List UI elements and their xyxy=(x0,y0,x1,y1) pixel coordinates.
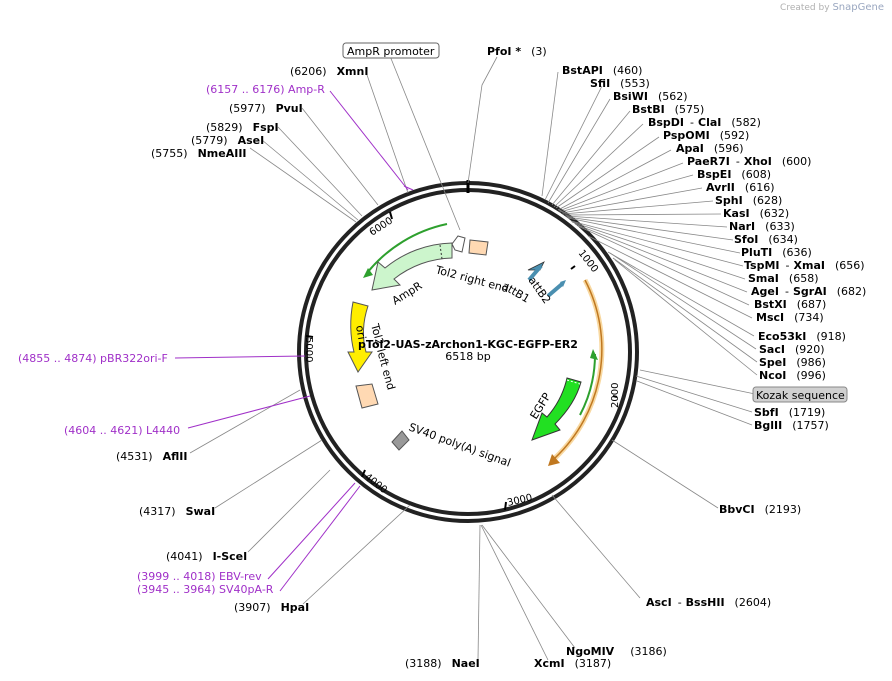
tol2-left-feature xyxy=(355,383,379,409)
site-bsiwi: BsiWI(562) xyxy=(613,90,688,103)
ampr-promoter-box: AmpR promoter xyxy=(342,42,440,59)
site-fspi: (5829)FspI xyxy=(206,121,279,134)
site-naei: (3188)NaeI xyxy=(405,657,480,670)
primer-leaders xyxy=(174,90,414,592)
attb2-label: attB2 xyxy=(526,274,554,306)
credit-prefix: Created by xyxy=(780,3,830,13)
tol2-right-feature xyxy=(468,239,489,256)
site-spei: SpeI(986) xyxy=(759,356,826,369)
site-hpai: (3907)HpaI xyxy=(234,601,309,614)
kozak-label: Kozak sequence xyxy=(756,389,845,402)
snapgene-credit: Created by SnapGene xyxy=(780,2,884,13)
sv40-feature xyxy=(391,430,410,451)
ampr-promoter-label: AmpR promoter xyxy=(347,45,435,58)
tol2-right-arrow xyxy=(451,235,466,253)
site-tspmi: TspMI-XmaI(656) xyxy=(744,259,865,272)
tick-2000: 2000 xyxy=(610,383,621,408)
egfp-feature xyxy=(531,377,582,441)
primer-pbr322ori-f: (4855 .. 4874) pBR322ori-F xyxy=(18,352,168,365)
orf-outer-arrowhead xyxy=(548,454,560,466)
site-asei: (5779)AseI xyxy=(191,134,264,147)
site-sfoi: SfoI(634) xyxy=(734,233,798,246)
site-ncoi: NcoI(996) xyxy=(759,369,826,382)
site-saci: SacI(920) xyxy=(759,343,825,356)
snapgene-brand: SnapGene xyxy=(832,2,884,13)
site-eco53ki: Eco53kI(918) xyxy=(758,330,846,343)
primer-ebv-rev: (3999 .. 4018) EBV-rev xyxy=(137,570,262,583)
site-smai: SmaI(658) xyxy=(748,272,819,285)
site-swai: (4317)SwaI xyxy=(139,505,215,518)
plasmid-size: 6518 bp xyxy=(445,350,490,363)
primer-sv40pa-r: (3945 .. 3964) SV40pA-R xyxy=(137,583,274,596)
tick-label-6000: 6000 xyxy=(368,215,395,238)
kozak-box: Kozak sequence xyxy=(752,386,848,403)
site-xcmi: XcmI(3187) xyxy=(534,657,611,670)
site-bstbi: BstBI(575) xyxy=(632,103,704,116)
site-bspei: BspEI(608) xyxy=(697,168,771,181)
site-agei: AgeI-SgrAI(682) xyxy=(751,285,866,298)
tol2-left-label-a: Tol2 xyxy=(368,321,386,346)
site-asci: AscI-BssHII(2604) xyxy=(646,596,771,609)
site-bstxi: BstXI(687) xyxy=(754,298,826,311)
tol2-right-label: Tol2 right end xyxy=(433,263,510,295)
site-sbfi: SbfI(1719) xyxy=(754,406,825,419)
site-xmni: (6206)XmnI xyxy=(290,65,368,78)
site-aflii: (4531)AflII xyxy=(116,450,187,463)
site-avrii: AvrII(616) xyxy=(706,181,775,194)
primer-amp-r: (6157 .. 6176) Amp-R xyxy=(206,83,325,96)
leader-lines xyxy=(189,55,758,661)
site-pluti: PluTI(636) xyxy=(741,246,812,259)
site-pfoi: PfoI *(3) xyxy=(487,45,547,58)
site-apai: ApaI(596) xyxy=(676,142,744,155)
site-nmeaiii: (5755)NmeAIII xyxy=(151,147,247,160)
site-sphi: SphI(628) xyxy=(715,194,782,207)
site-nari: NarI(633) xyxy=(729,220,795,233)
tick-label-2000: 2000 xyxy=(610,383,621,408)
attb2-feature xyxy=(560,280,566,287)
site-pspomi: PspOMI(592) xyxy=(663,129,749,142)
site-scei: (4041)I-SceI xyxy=(166,550,247,563)
site-bspdi: BspDI-ClaI(582) xyxy=(648,116,761,129)
site-paer7i: PaeR7I-XhoI(600) xyxy=(687,155,811,168)
sv40-label: SV40 poly(A) signal xyxy=(407,421,512,470)
site-sfii: SfiI(553) xyxy=(590,77,650,90)
ori-feature xyxy=(347,301,373,373)
tick-5000: 5000 xyxy=(303,335,314,362)
site-bstapi: BstAPI(460) xyxy=(562,64,642,77)
tick-label-5000: 5000 xyxy=(303,337,314,362)
ampr-orf-arc xyxy=(366,223,448,274)
ampr-feature xyxy=(371,242,453,291)
site-bglii: BglII(1757) xyxy=(754,419,829,432)
site-bbvci: BbvCI(2193) xyxy=(719,503,801,516)
plasmid-name: pTol2-UAS-zArchon1-KGC-EGFP-ER2 xyxy=(358,338,578,351)
tol2-left-label-b: left end xyxy=(374,347,397,391)
site-pvui: (5977)PvuI xyxy=(229,102,303,115)
ori-label: ori xyxy=(353,324,368,340)
site-ngomiv: NgoMIV(3186) xyxy=(566,645,667,658)
primer-l4440: (4604 .. 4621) L4440 xyxy=(64,424,180,437)
site-kasi: KasI(632) xyxy=(723,207,789,220)
site-msci: MscI(734) xyxy=(756,311,824,324)
